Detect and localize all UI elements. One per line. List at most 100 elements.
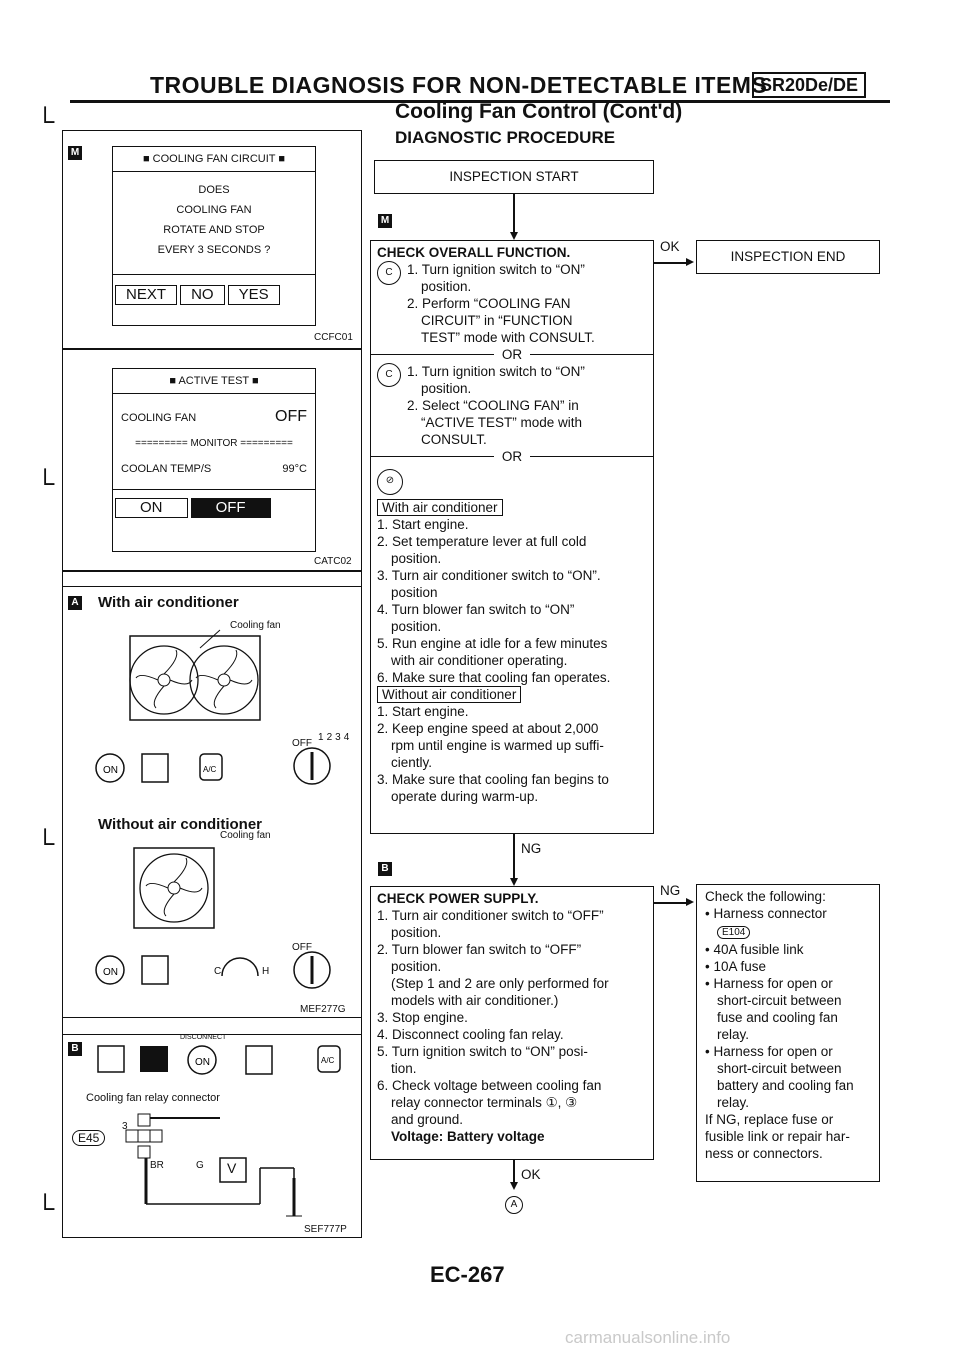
screen-line: DOES [198, 184, 230, 196]
check2-step: 3. Stop engine. [377, 1010, 468, 1025]
header-rule [70, 100, 890, 103]
check-following-item: Check the following: [705, 889, 826, 904]
screen-line: COOLING FAN [176, 204, 252, 216]
without-ac-step: 1. Start engine. [377, 704, 469, 719]
svg-text:ON: ON [103, 765, 118, 776]
check-following-item: • 40A fusible link [705, 942, 804, 957]
check1-a-step: CIRCUIT” in “FUNCTION [421, 313, 573, 328]
consult-screen-active-test: ■ ACTIVE TEST ■ COOLING FAN OFF ========… [112, 368, 316, 552]
heater-cold-label: C [214, 966, 222, 977]
check2-step: and ground. [391, 1112, 464, 1127]
consult-tag: M [378, 214, 392, 228]
pin-3: 3 [122, 1121, 128, 1132]
check-following-item: relay. [717, 1095, 750, 1110]
procedure-title: DIAGNOSTIC PROCEDURE [395, 128, 616, 147]
svg-text:A/C: A/C [321, 1056, 335, 1065]
with-ac-step: 1. Start engine. [377, 517, 469, 532]
monitor-label: ========= MONITOR ========= [135, 438, 293, 449]
corner-mark: └ [36, 468, 55, 498]
figure-code: SEF777P [304, 1224, 347, 1235]
check-following-item: • Harness for open or [705, 976, 833, 991]
flow-arrow [510, 878, 518, 886]
without-ac-step: rpm until engine is warmed up suffi- [391, 738, 604, 753]
with-ac-step: 4. Turn blower fan switch to “ON” [377, 602, 575, 617]
check2-step: 6. Check voltage between cooling fan [377, 1078, 602, 1093]
screen-title: ■ ACTIVE TEST ■ [169, 375, 259, 387]
section-title: Cooling Fan Control (Cont'd) [395, 100, 683, 123]
without-ac-step: 2. Keep engine speed at about 2,000 [377, 721, 599, 736]
on-button[interactable]: ON [115, 498, 188, 518]
ok-label: OK [521, 1167, 541, 1182]
screen-title: ■ COOLING FAN CIRCUIT ■ [142, 153, 286, 165]
no-tools-icon: ⊘ [377, 469, 403, 495]
with-ac-label: With air conditioner [377, 499, 503, 516]
wire-br-label: BR [150, 1160, 164, 1171]
check2-step: 4. Disconnect cooling fan relay. [377, 1027, 564, 1042]
check-following-item: • 10A fuse [705, 959, 767, 974]
connector-id: E45 [72, 1130, 106, 1146]
step-tag-b: B [68, 1042, 82, 1056]
corner-mark: └ [36, 1193, 55, 1223]
voltmeter-label: V [227, 1160, 237, 1176]
active-test-item: COOLING FAN [121, 412, 197, 424]
figure-code: MEF277G [300, 1004, 346, 1015]
flow-arrow [510, 1182, 518, 1190]
screen-line: EVERY 3 SECONDS ? [157, 244, 271, 256]
next-button[interactable]: NEXT [115, 285, 178, 305]
wire-g-label: G [196, 1160, 204, 1171]
check-following-item: short-circuit between [717, 993, 842, 1008]
flow-arrow [686, 898, 694, 906]
with-ac-step: position. [391, 551, 442, 566]
heater-hot-label: H [262, 966, 270, 977]
engine-badge: SR20De/DE [752, 72, 867, 98]
without-ac-heading: Without air conditioner [98, 816, 263, 833]
with-ac-heading: With air conditioner [98, 594, 239, 611]
ng-label: NG [660, 883, 681, 898]
screen-line: ROTATE AND STOP [163, 224, 265, 236]
flow-connector [513, 834, 515, 882]
relay-connector-caption: Cooling fan relay connector [86, 1092, 220, 1104]
check1-title: CHECK OVERALL FUNCTION. [377, 245, 571, 260]
coolant-temp-value: 99°C [282, 463, 307, 475]
flow-connector [513, 194, 515, 236]
check-following-item: • Harness connector [705, 906, 827, 921]
without-ac-label: Without air conditioner [377, 686, 522, 703]
flow-connector [654, 902, 686, 904]
figure-code: CATC02 [314, 556, 352, 567]
fan-switch-off-label: OFF [292, 942, 312, 953]
check2-voltage: Voltage: Battery voltage [391, 1129, 545, 1144]
consult-tag: M [68, 146, 82, 160]
consult-icon: C [377, 261, 401, 285]
flow-arrow [686, 258, 694, 266]
disconnect-label: DISCONNECT [180, 1034, 227, 1041]
or-separator: OR [501, 449, 523, 464]
with-ac-step: 6. Make sure that cooling fan operates. [377, 670, 611, 685]
check1-b-step: 1. Turn ignition switch to “ON” [407, 364, 585, 379]
check2-step: 2. Turn blower fan switch to “OFF” [377, 942, 582, 957]
figure-code: CCFC01 [314, 332, 353, 343]
check-following-item: short-circuit between [717, 1061, 842, 1076]
corner-mark: └ [36, 106, 55, 136]
controls-icons-row: ON [95, 951, 331, 989]
active-test-value: OFF [275, 408, 307, 425]
check2-step: tion. [391, 1061, 417, 1076]
check1-a-step: 2. Perform “COOLING FAN [407, 296, 571, 311]
check1-a-step: TEST” mode with CONSULT. [421, 330, 595, 345]
check1-b-step: position. [421, 381, 472, 396]
cooling-fan-label: Cooling fan [230, 620, 281, 631]
check-following-item: fuse and cooling fan [717, 1010, 838, 1025]
svg-text:A/C: A/C [203, 765, 217, 774]
with-ac-step: 2. Set temperature lever at full cold [377, 534, 587, 549]
divider [62, 570, 362, 572]
yes-button[interactable]: YES [227, 285, 280, 305]
coolant-temp-label: COOLAN TEMP/S [121, 463, 212, 475]
check-following-item: ness or connectors. [705, 1146, 823, 1161]
with-ac-step: position. [391, 619, 442, 634]
cooling-fan-label: Cooling fan [220, 830, 271, 841]
check-following-item: battery and cooling fan [717, 1078, 854, 1093]
or-separator: OR [501, 347, 523, 362]
relay-wiring-diagram [125, 1113, 302, 1217]
off-button[interactable]: OFF [190, 498, 271, 518]
fan-panel [62, 586, 362, 1018]
no-button[interactable]: NO [180, 285, 225, 305]
